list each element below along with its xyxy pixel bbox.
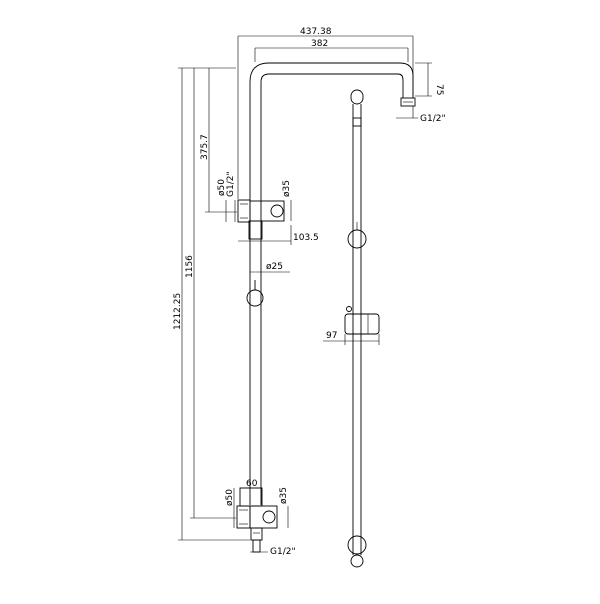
label-upper-diam-knob: ø35 bbox=[282, 180, 292, 197]
label-offset: 103.5 bbox=[293, 233, 319, 243]
shower-arm-outer bbox=[249, 62, 414, 98]
upper-diverter-body bbox=[249, 200, 285, 222]
label-arm-width: 382 bbox=[311, 39, 328, 49]
shower-column bbox=[236, 62, 416, 553]
label-bottom-thread: G1/2" bbox=[270, 547, 296, 557]
lower-collar bbox=[239, 487, 263, 507]
rail-slider-screw bbox=[346, 306, 352, 312]
label-lower-diam-body: ø50 bbox=[225, 489, 235, 506]
label-arm-height: 75 bbox=[434, 84, 444, 95]
lower-mixer-body bbox=[249, 505, 278, 529]
label-height-main: 1156 bbox=[185, 255, 195, 278]
lower-wall-connector bbox=[236, 505, 251, 529]
rail-top-cap bbox=[350, 89, 364, 105]
rail-upper-bracket bbox=[347, 229, 367, 249]
rail-top-bracket bbox=[352, 117, 362, 127]
shower-arm-inner bbox=[260, 73, 404, 98]
upper-wall-connector bbox=[237, 199, 251, 223]
upper-diverter-knob bbox=[270, 204, 284, 218]
upper-collar bbox=[248, 220, 263, 240]
slide-rail bbox=[344, 89, 380, 568]
label-lower-width: 60 bbox=[246, 479, 258, 489]
label-upper-thread: G1/2" bbox=[226, 171, 236, 197]
label-overall-width: 437.38 bbox=[300, 27, 332, 37]
rail-lower-bracket bbox=[347, 535, 367, 555]
dimension-labels: 437.38 382 75 G1/2" 375.7 1156 1212.25 ø… bbox=[173, 27, 446, 557]
label-height-upper: 375.7 bbox=[200, 134, 210, 160]
label-lower-diam-knob: ø35 bbox=[279, 487, 289, 504]
label-upper-diam-body: ø50 bbox=[217, 179, 227, 196]
lower-mixer-knob bbox=[262, 510, 276, 524]
rail-bottom-cap bbox=[350, 554, 364, 568]
arm-outlet bbox=[400, 97, 416, 107]
lower-inlet bbox=[252, 539, 261, 553]
label-height-total: 1212.25 bbox=[173, 293, 183, 330]
label-pipe-diam: ø25 bbox=[266, 262, 283, 272]
rail-slider bbox=[344, 313, 380, 335]
lower-outlet bbox=[250, 527, 263, 541]
label-slider-width: 97 bbox=[326, 331, 337, 341]
label-top-thread: G1/2" bbox=[420, 114, 446, 124]
dimension-lines bbox=[178, 35, 432, 553]
